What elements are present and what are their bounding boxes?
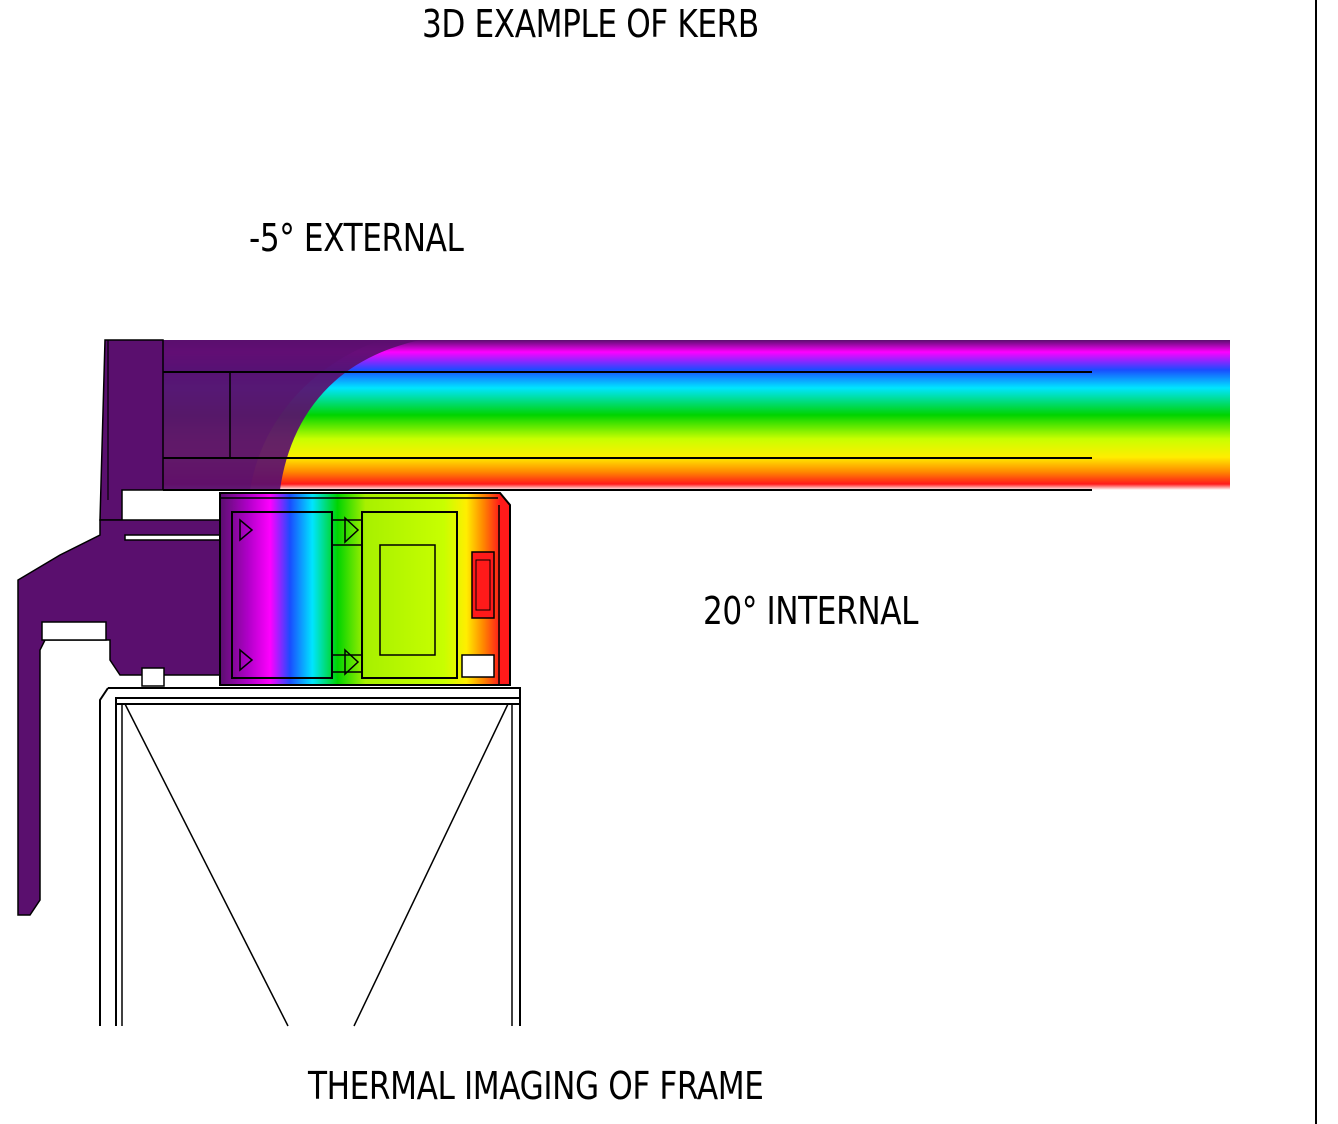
kerb-structure (99, 687, 521, 1027)
page-border-line (1315, 0, 1317, 1124)
internal-temperature-label: 20° INTERNAL (703, 589, 919, 633)
external-temperature-label: -5° EXTERNAL (249, 216, 464, 260)
kerb-cap-profile (17, 339, 226, 916)
glass-unit (150, 340, 1230, 491)
diagram-caption: THERMAL IMAGING OF FRAME (308, 1064, 764, 1108)
diagram-title: 3D EXAMPLE OF KERB (422, 2, 759, 46)
thermal-frame-section (219, 492, 511, 686)
